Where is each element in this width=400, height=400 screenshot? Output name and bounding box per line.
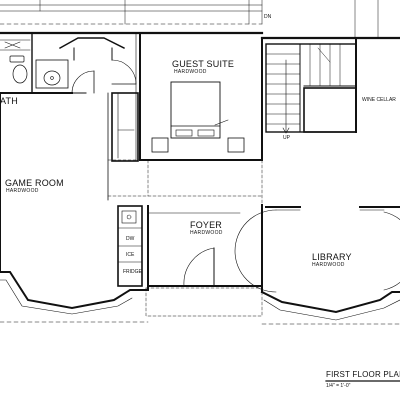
stair-up-label: UP [283, 135, 290, 141]
central-hall-walls [107, 92, 263, 206]
plan-title: FIRST FLOOR PLAN [326, 370, 400, 379]
stair-down-label: DN [264, 14, 272, 20]
foyer-walls [145, 204, 263, 317]
game-room-floor: HARDWOOD [6, 188, 39, 194]
plan-scale: 1/4" = 1'-0" [326, 383, 351, 389]
wine-cellar-label: WINE CELLAR [362, 97, 396, 103]
bath-area [0, 32, 73, 94]
game-room-label: GAME ROOM [5, 178, 64, 188]
library-walls [234, 206, 400, 293]
kitchenette [117, 205, 149, 291]
guest-suite-label: GUEST SUITE [172, 59, 235, 69]
wine-cellar-room [303, 37, 357, 133]
bath-label: ATH [0, 96, 18, 106]
closet-doors [59, 37, 137, 94]
top-exterior-wall [0, 0, 400, 40]
library-label: LIBRARY [312, 252, 352, 262]
foyer-label: FOYER [190, 220, 223, 230]
guest-suite-walls [135, 32, 263, 161]
fridge-label: FRIDGE [123, 269, 142, 275]
dw-label: DW [126, 236, 135, 242]
foyer-floor: HARDWOOD [190, 230, 223, 236]
library-floor: HARDWOOD [312, 262, 345, 268]
ice-label: ICE [126, 252, 135, 258]
bay-windows [0, 271, 400, 325]
hall-closet [111, 92, 139, 162]
guest-suite-floor: HARDWOOD [174, 69, 207, 75]
